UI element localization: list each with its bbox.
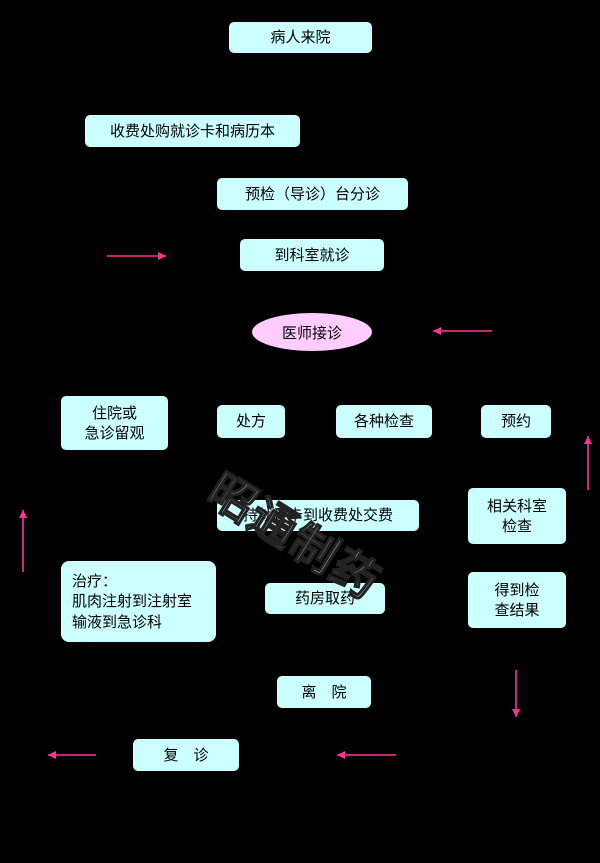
node-label: 得到检 查结果 [494,580,540,619]
node-pharmacy: 药房取药 [265,583,385,614]
node-label: 到科室就诊 [274,245,350,264]
arrow-down-right [512,670,520,717]
node-label: 各种检查 [353,412,414,431]
node-label: 治疗： 肌肉注射到注射室 输液到急诊科 [72,572,193,631]
node-label: 药房取药 [294,589,355,608]
node-label: 处方 [235,412,266,431]
node-label: 持就诊卡到收费处交费 [242,506,393,525]
node-prescription: 处方 [217,405,285,438]
node-label: 预检（导诊）台分诊 [244,184,380,203]
arrow-to-doctor-consult [433,327,492,335]
node-related-dept-exam: 相关科室 检查 [468,488,566,544]
node-patient-arrival: 病人来院 [229,22,372,53]
arrow-up-right [584,436,592,490]
arrow-up-left [19,510,27,572]
node-label: 医师接诊 [281,323,342,342]
node-label: 预约 [500,412,531,431]
node-label: 离 院 [301,682,347,701]
node-examinations: 各种检查 [336,405,432,438]
node-appointment: 预约 [481,405,551,438]
node-pay-fees: 持就诊卡到收费处交费 [217,500,419,531]
node-label: 住院或 急诊留观 [84,403,145,442]
node-treatment: 治疗： 肌肉注射到注射室 输液到急诊科 [61,561,216,642]
node-get-results: 得到检 查结果 [468,572,566,628]
node-label: 收费处购就诊卡和病历本 [109,121,275,140]
node-label: 相关科室 检查 [486,496,547,535]
node-label: 病人来院 [270,28,331,47]
node-department-visit: 到科室就诊 [240,239,384,271]
node-label: 复 诊 [163,745,209,764]
node-triage: 预检（导诊）台分诊 [217,178,408,210]
node-follow-up: 复 诊 [133,739,239,771]
node-hospitalize-or-observe: 住院或 急诊留观 [61,396,168,450]
arrow-to-department-visit [107,252,166,260]
arrow-to-leave [337,751,396,759]
arrow-from-follow-up [48,751,96,759]
node-buy-card: 收费处购就诊卡和病历本 [85,115,300,147]
node-doctor-consult: 医师接诊 [252,313,372,351]
node-leave-hospital: 离 院 [277,676,371,708]
